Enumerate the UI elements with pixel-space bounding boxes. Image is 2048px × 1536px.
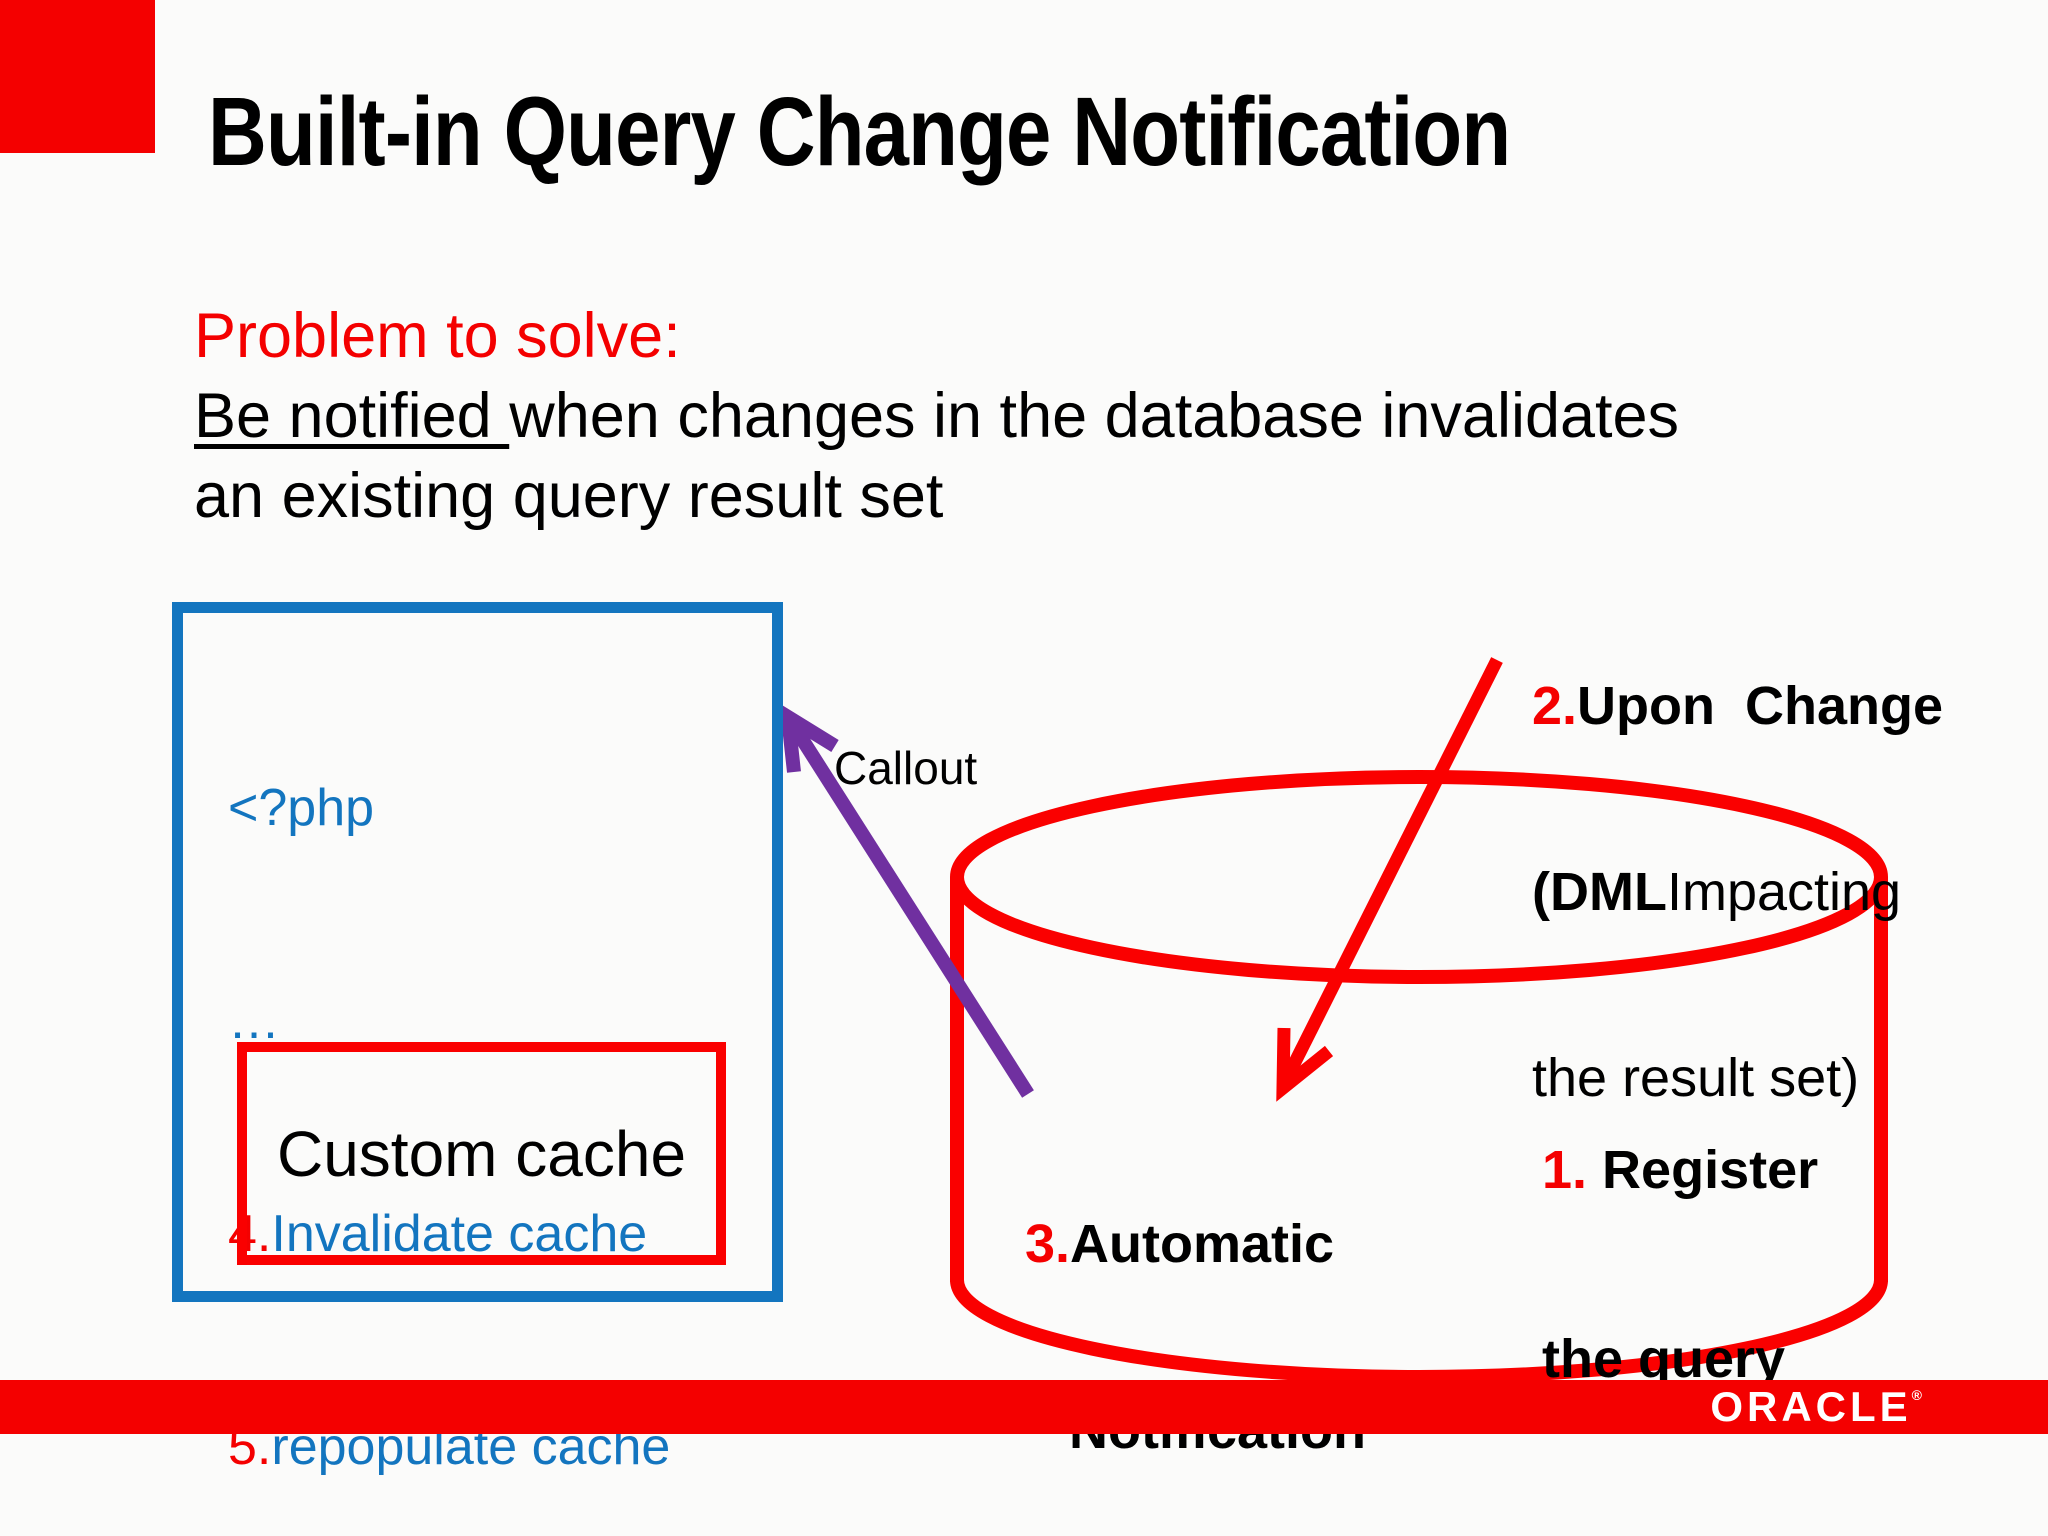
custom-cache-label: Custom cache — [276, 1117, 687, 1190]
step-2-line-2: (DMLImpacting — [1532, 862, 1902, 922]
step-2-line-1: 2.Upon Change — [1532, 676, 1944, 736]
callout-label: Callout — [834, 742, 978, 794]
underlined-phrase: Be notified — [194, 381, 510, 451]
code-line: 4.Invalidate cache — [228, 1205, 648, 1263]
oracle-logo: ORACLE® — [1710, 1383, 1922, 1430]
php-code-box — [172, 602, 783, 1302]
step-3-annotation: 3.Automatic Notification (Java or PL/SQL… — [1025, 1089, 1752, 1536]
step-number: 1. — [1542, 1140, 1588, 1200]
footer-bar: ORACLE® — [0, 1380, 2048, 1434]
problem-line-3: an existing query result set — [194, 461, 944, 531]
code-line: <?php — [228, 779, 375, 837]
custom-cache-box: Custom cache — [237, 1042, 726, 1265]
step-1-annotation: 1. Register the query — [1542, 1013, 1818, 1517]
step-2-line-3: the result set) — [1532, 1048, 1860, 1108]
problem-heading: Problem to solve: — [194, 301, 681, 371]
problem-line-2: Be notified when changes in the database… — [194, 381, 1680, 451]
registered-trademark-icon: ® — [1911, 1387, 1922, 1403]
step-number: 2. — [1532, 676, 1578, 736]
step-number: 3. — [1025, 1214, 1071, 1274]
corner-accent-square — [0, 0, 155, 153]
page-title: Built-in Query Change Notification — [208, 77, 1511, 186]
dml-change-arrow-icon — [1276, 657, 1503, 1102]
step-2-annotation: 2.Upon Change (DMLImpacting the result s… — [1532, 551, 1943, 1233]
step-1-line-1: 1. Register — [1542, 1140, 1819, 1200]
step-number: 4. — [228, 1205, 272, 1263]
problem-statement: Problem to solve: Be notified when chang… — [194, 296, 1679, 536]
code-line: … — [228, 992, 280, 1050]
step-1-line-2: the query — [1542, 1329, 1786, 1389]
step-3-line-1: 3.Automatic — [1025, 1214, 1335, 1274]
